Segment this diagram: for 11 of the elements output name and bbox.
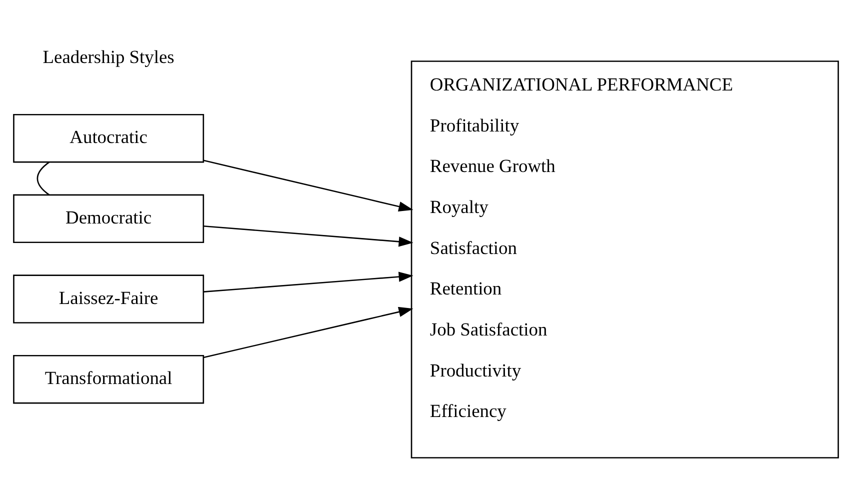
node-box: Autocratic <box>13 114 204 163</box>
node-box: ORGANIZATIONAL PERFORMANCE Profitability Revenue Growth Royalty Satisfaction Retention Job Satisfaction Productivity Efficiency <box>410 60 839 458</box>
arrow <box>203 306 414 358</box>
node-box: Transformational <box>13 355 204 404</box>
node-box: Democratic <box>13 194 204 244</box>
connector <box>36 162 50 196</box>
arrow <box>203 225 414 247</box>
label: Leadership Styles <box>42 46 174 67</box>
arrow <box>203 272 414 292</box>
node-box: Laissez-Faire <box>13 274 204 324</box>
arrow <box>203 160 414 212</box>
